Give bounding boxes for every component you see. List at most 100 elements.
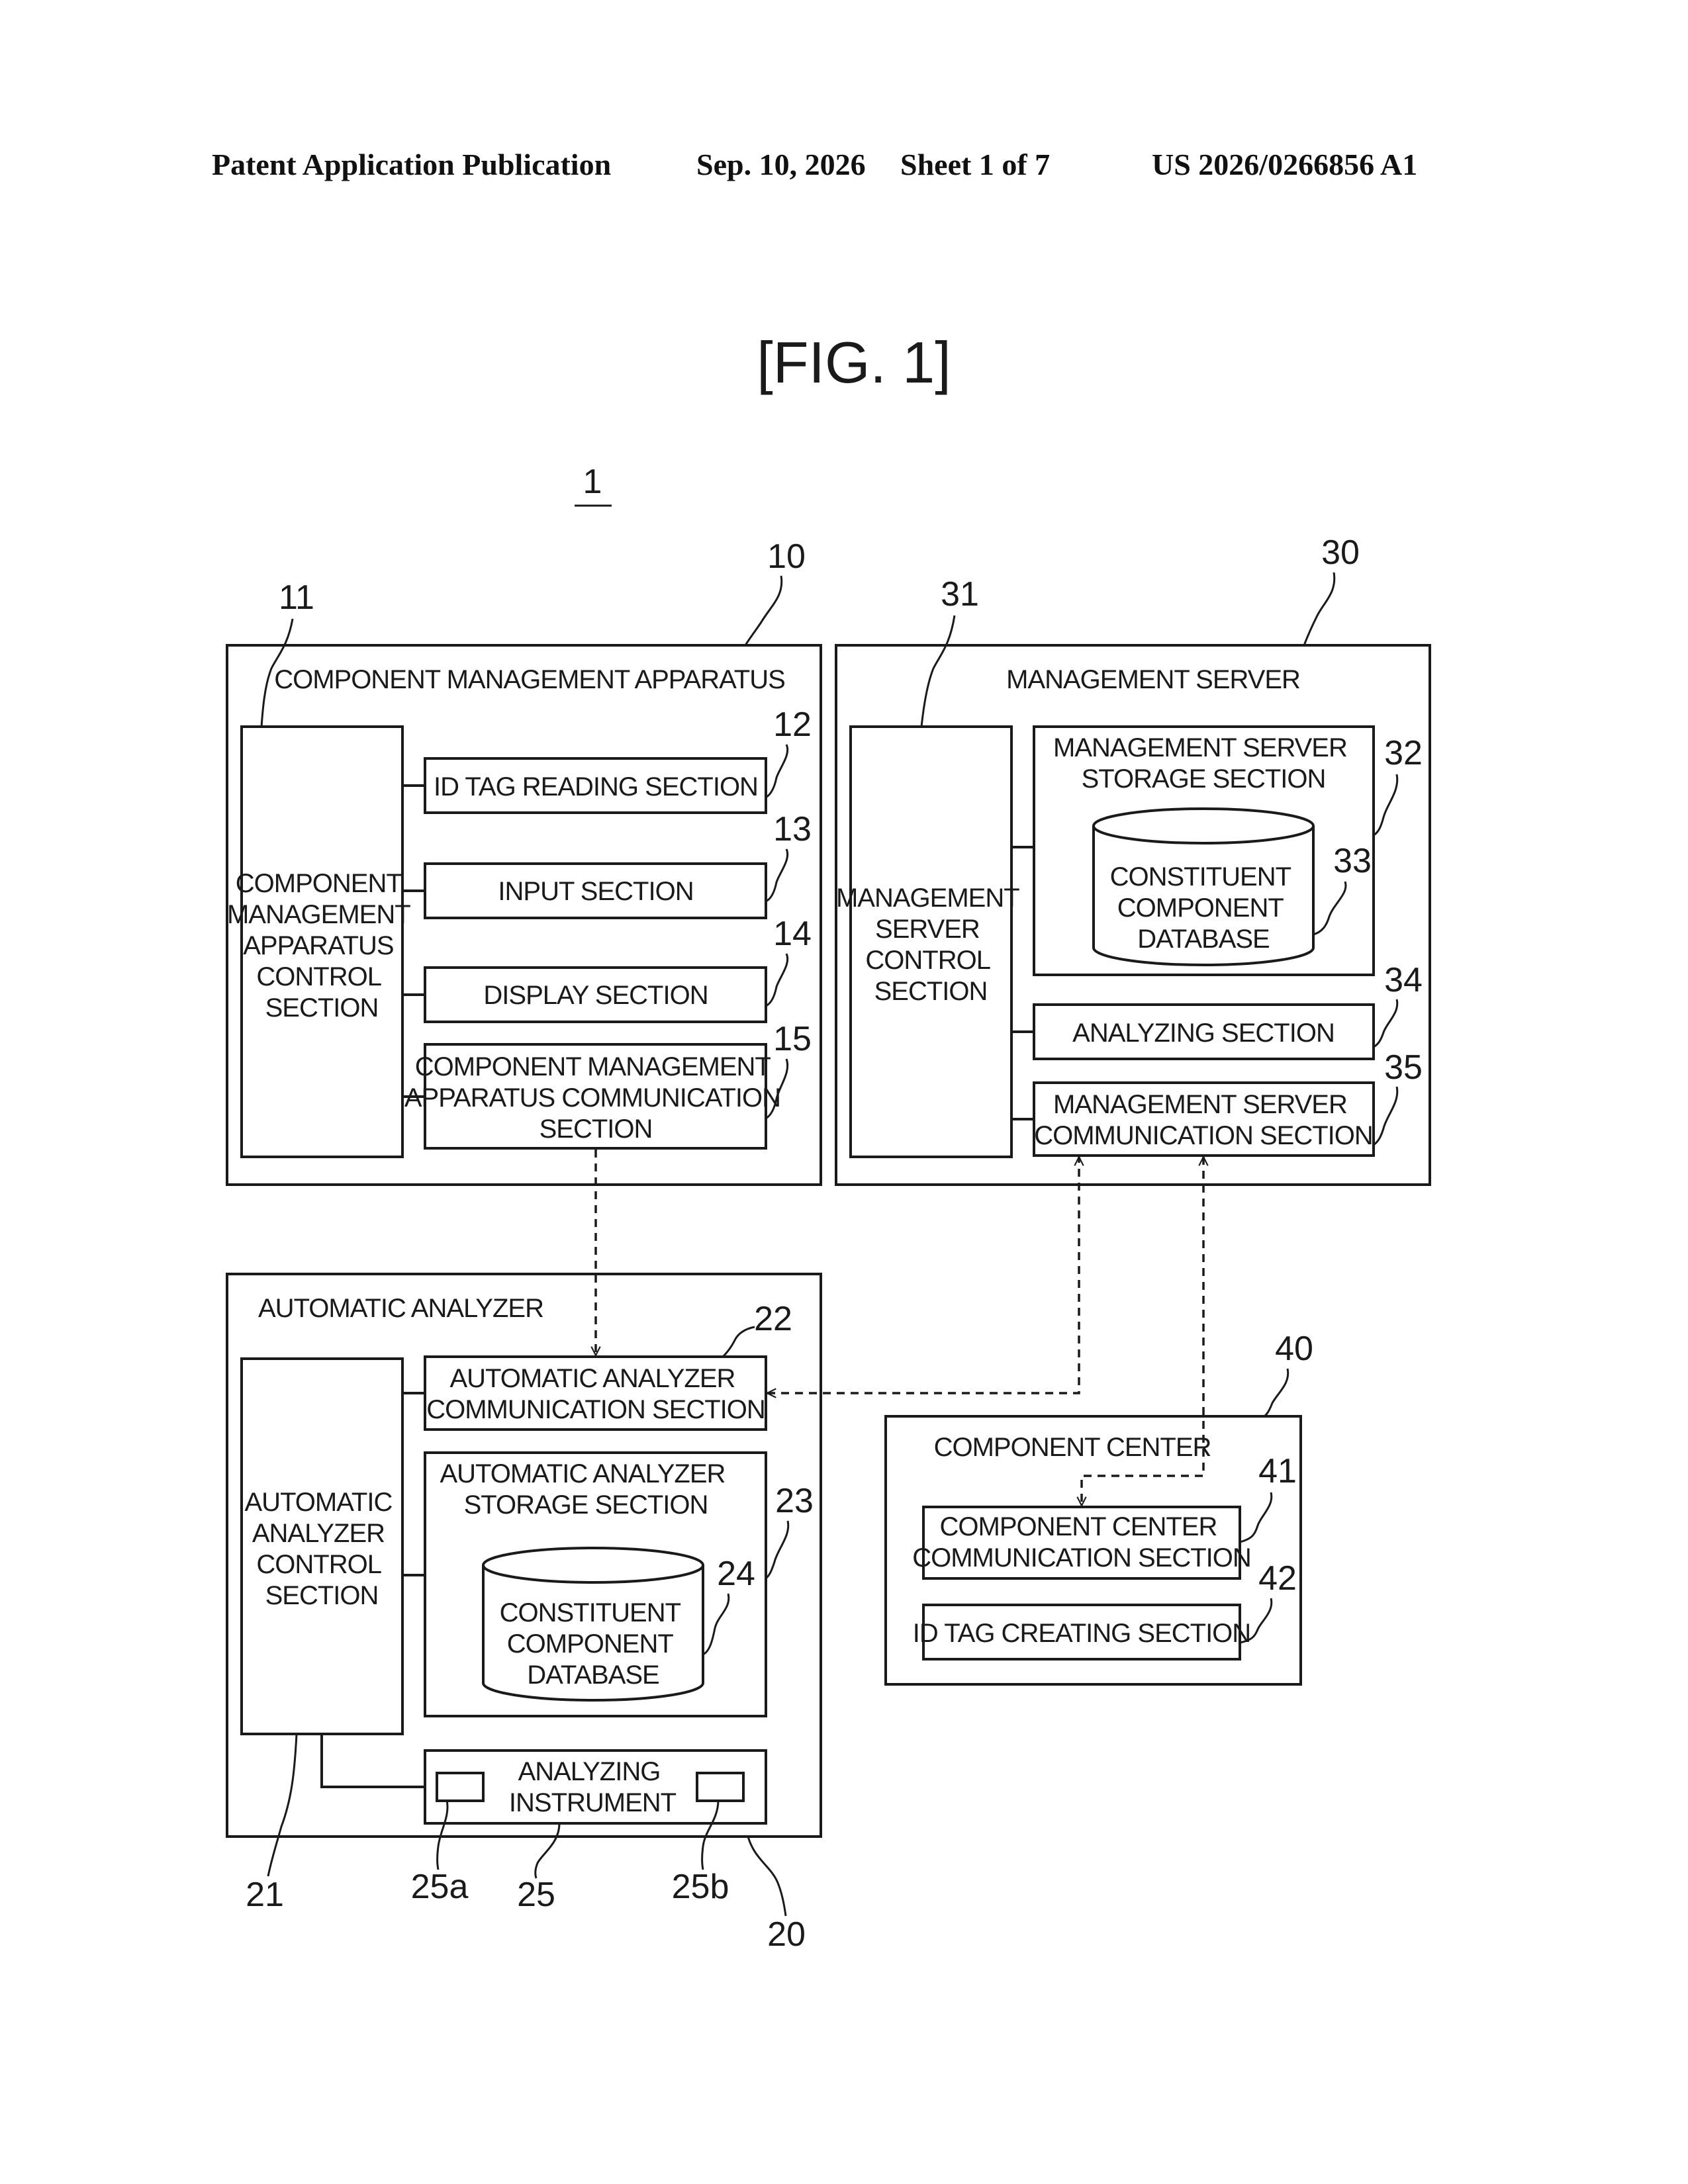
aa-control-line: CONTROL	[256, 1550, 381, 1579]
ref-numeral: 20	[767, 1915, 806, 1954]
system-ref: 1	[583, 463, 602, 501]
ref-numeral: 24	[717, 1555, 755, 1593]
ref-numeral: 21	[246, 1876, 284, 1914]
ref-numeral: 30	[1321, 533, 1360, 572]
ms-control-line: CONTROL	[865, 946, 990, 975]
leader-line	[536, 1823, 559, 1878]
ref-numeral: 31	[941, 575, 979, 614]
instrument-line: ANALYZING	[518, 1757, 661, 1786]
aa-storage-line: AUTOMATIC ANALYZER	[440, 1459, 725, 1488]
ms-control-line: SECTION	[874, 977, 988, 1006]
ms-title: MANAGEMENT SERVER	[1006, 665, 1300, 694]
cma-control-line: CONTROL	[256, 962, 381, 991]
leader-line	[921, 615, 955, 727]
aa-comm-line: COMMUNICATION SECTION	[426, 1395, 765, 1424]
leader-line	[268, 1734, 297, 1876]
cc-communication-label: COMPONENT CENTER COMMUNICATION SECTION	[912, 1512, 1251, 1572]
ms-database-label: CONSTITUENT COMPONENT DATABASE	[1110, 862, 1297, 954]
cma-comm-line: COMPONENT MANAGEMENT	[415, 1052, 771, 1081]
id-tag-reading-label: ID TAG READING SECTION	[434, 772, 758, 801]
leader-line	[723, 1327, 755, 1357]
ms-storage-label: MANAGEMENT SERVER STORAGE SECTION	[1053, 733, 1354, 794]
aa-control-line: AUTOMATIC	[245, 1488, 393, 1517]
aa-control-line: ANALYZER	[252, 1519, 385, 1548]
id-tag-creating-label: ID TAG CREATING SECTION	[913, 1619, 1250, 1648]
cma-control-line: APPARATUS	[243, 931, 393, 960]
ms-analyzing-label: ANALYZING SECTION	[1072, 1019, 1335, 1048]
ms-db-line: CONSTITUENT	[1110, 862, 1291, 891]
ref-numeral: 25b	[672, 1868, 729, 1906]
aa-db-line: COMPONENT	[507, 1629, 674, 1659]
leader-line	[438, 1800, 448, 1870]
aa-control-line: SECTION	[265, 1581, 379, 1610]
ms-storage-line: STORAGE SECTION	[1082, 764, 1326, 794]
leader-line	[1374, 774, 1397, 835]
component-center: COMPONENT CENTER COMPONENT CENTER COMMUN…	[886, 1416, 1301, 1684]
ref-numeral: 25	[517, 1876, 555, 1914]
cma-control-line: COMPONENT	[236, 869, 402, 898]
aa-db-line: CONSTITUENT	[500, 1598, 681, 1627]
aa-control-label: AUTOMATIC ANALYZER CONTROL SECTION	[245, 1488, 399, 1610]
instrument-component-25a	[437, 1773, 483, 1801]
ref-numeral: 33	[1333, 842, 1372, 880]
aa-communication-label: AUTOMATIC ANALYZER COMMUNICATION SECTION	[426, 1364, 765, 1424]
ref-numeral: 14	[773, 915, 812, 953]
instrument-component-25b	[697, 1773, 743, 1801]
leader-line	[1304, 572, 1335, 645]
leader-line	[748, 1837, 786, 1916]
ms-db-line: DATABASE	[1137, 925, 1269, 954]
cc-comm-line: COMPONENT CENTER	[940, 1512, 1217, 1541]
ref-numeral: 15	[773, 1020, 812, 1058]
ms-db-line: COMPONENT	[1117, 893, 1284, 923]
management-server: MANAGEMENT SERVER MANAGEMENT SERVER CONT…	[836, 645, 1430, 1185]
leader-line	[766, 1521, 788, 1578]
cma-control-label: COMPONENT MANAGEMENT APPARATUS CONTROL S…	[227, 869, 416, 1023]
leader-line	[702, 1800, 719, 1870]
cma-communication-label: COMPONENT MANAGEMENT APPARATUS COMMUNICA…	[404, 1052, 787, 1144]
ref-numeral: 22	[754, 1300, 792, 1338]
cc-comm-line: COMMUNICATION SECTION	[912, 1543, 1251, 1572]
cma-control-line: SECTION	[265, 993, 379, 1023]
aa-db-line: DATABASE	[527, 1661, 659, 1690]
input-label: INPUT SECTION	[498, 877, 693, 906]
cma-control-line: MANAGEMENT	[227, 900, 410, 929]
ref-numeral: 32	[1384, 734, 1423, 772]
ref-numeral: 23	[775, 1482, 814, 1520]
aa-storage-label: AUTOMATIC ANALYZER STORAGE SECTION	[440, 1459, 731, 1520]
cma-comm-line: APPARATUS COMMUNICATION	[404, 1083, 780, 1113]
leader-line	[766, 954, 788, 1006]
leader-line	[1240, 1492, 1272, 1542]
leader-line	[703, 1594, 729, 1655]
ms-communication-label: MANAGEMENT SERVER COMMUNICATION SECTION	[1034, 1090, 1373, 1150]
cc-title: COMPONENT CENTER	[934, 1433, 1211, 1462]
ref-numeral: 13	[773, 810, 812, 848]
aa-title: AUTOMATIC ANALYZER	[258, 1294, 543, 1323]
ref-numeral: 40	[1275, 1330, 1313, 1368]
display-label: DISPLAY SECTION	[483, 981, 708, 1010]
instrument-line: INSTRUMENT	[509, 1788, 677, 1817]
aa-database-label: CONSTITUENT COMPONENT DATABASE	[500, 1598, 687, 1690]
leader-line	[766, 745, 788, 797]
leader-line	[745, 576, 782, 645]
leader-line	[766, 849, 788, 901]
leader-line	[1374, 999, 1397, 1047]
leader-line	[1313, 882, 1346, 934]
ref-numeral: 42	[1258, 1559, 1297, 1598]
ref-numeral: 11	[279, 578, 314, 617]
component-management-apparatus: COMPONENT MANAGEMENT APPARATUS COMPONENT…	[227, 645, 821, 1185]
ref-numeral: 10	[767, 537, 806, 576]
ref-numeral: 12	[773, 705, 812, 744]
ms-comm-line: COMMUNICATION SECTION	[1034, 1121, 1373, 1150]
ms-control-line: SERVER	[875, 915, 980, 944]
ref-numeral: 41	[1258, 1452, 1297, 1490]
cma-comm-line: SECTION	[539, 1115, 653, 1144]
connector	[322, 1734, 425, 1787]
figure-title: [FIG. 1]	[757, 330, 951, 395]
ms-comm-line: MANAGEMENT SERVER	[1053, 1090, 1347, 1119]
ref-numeral: 34	[1384, 961, 1423, 999]
analyzing-instrument-label: ANALYZING INSTRUMENT	[509, 1757, 677, 1817]
ms-control-label: MANAGEMENT SERVER CONTROL SECTION	[836, 884, 1025, 1006]
ref-numeral: 25a	[411, 1868, 469, 1906]
ref-numeral: 35	[1384, 1048, 1423, 1087]
